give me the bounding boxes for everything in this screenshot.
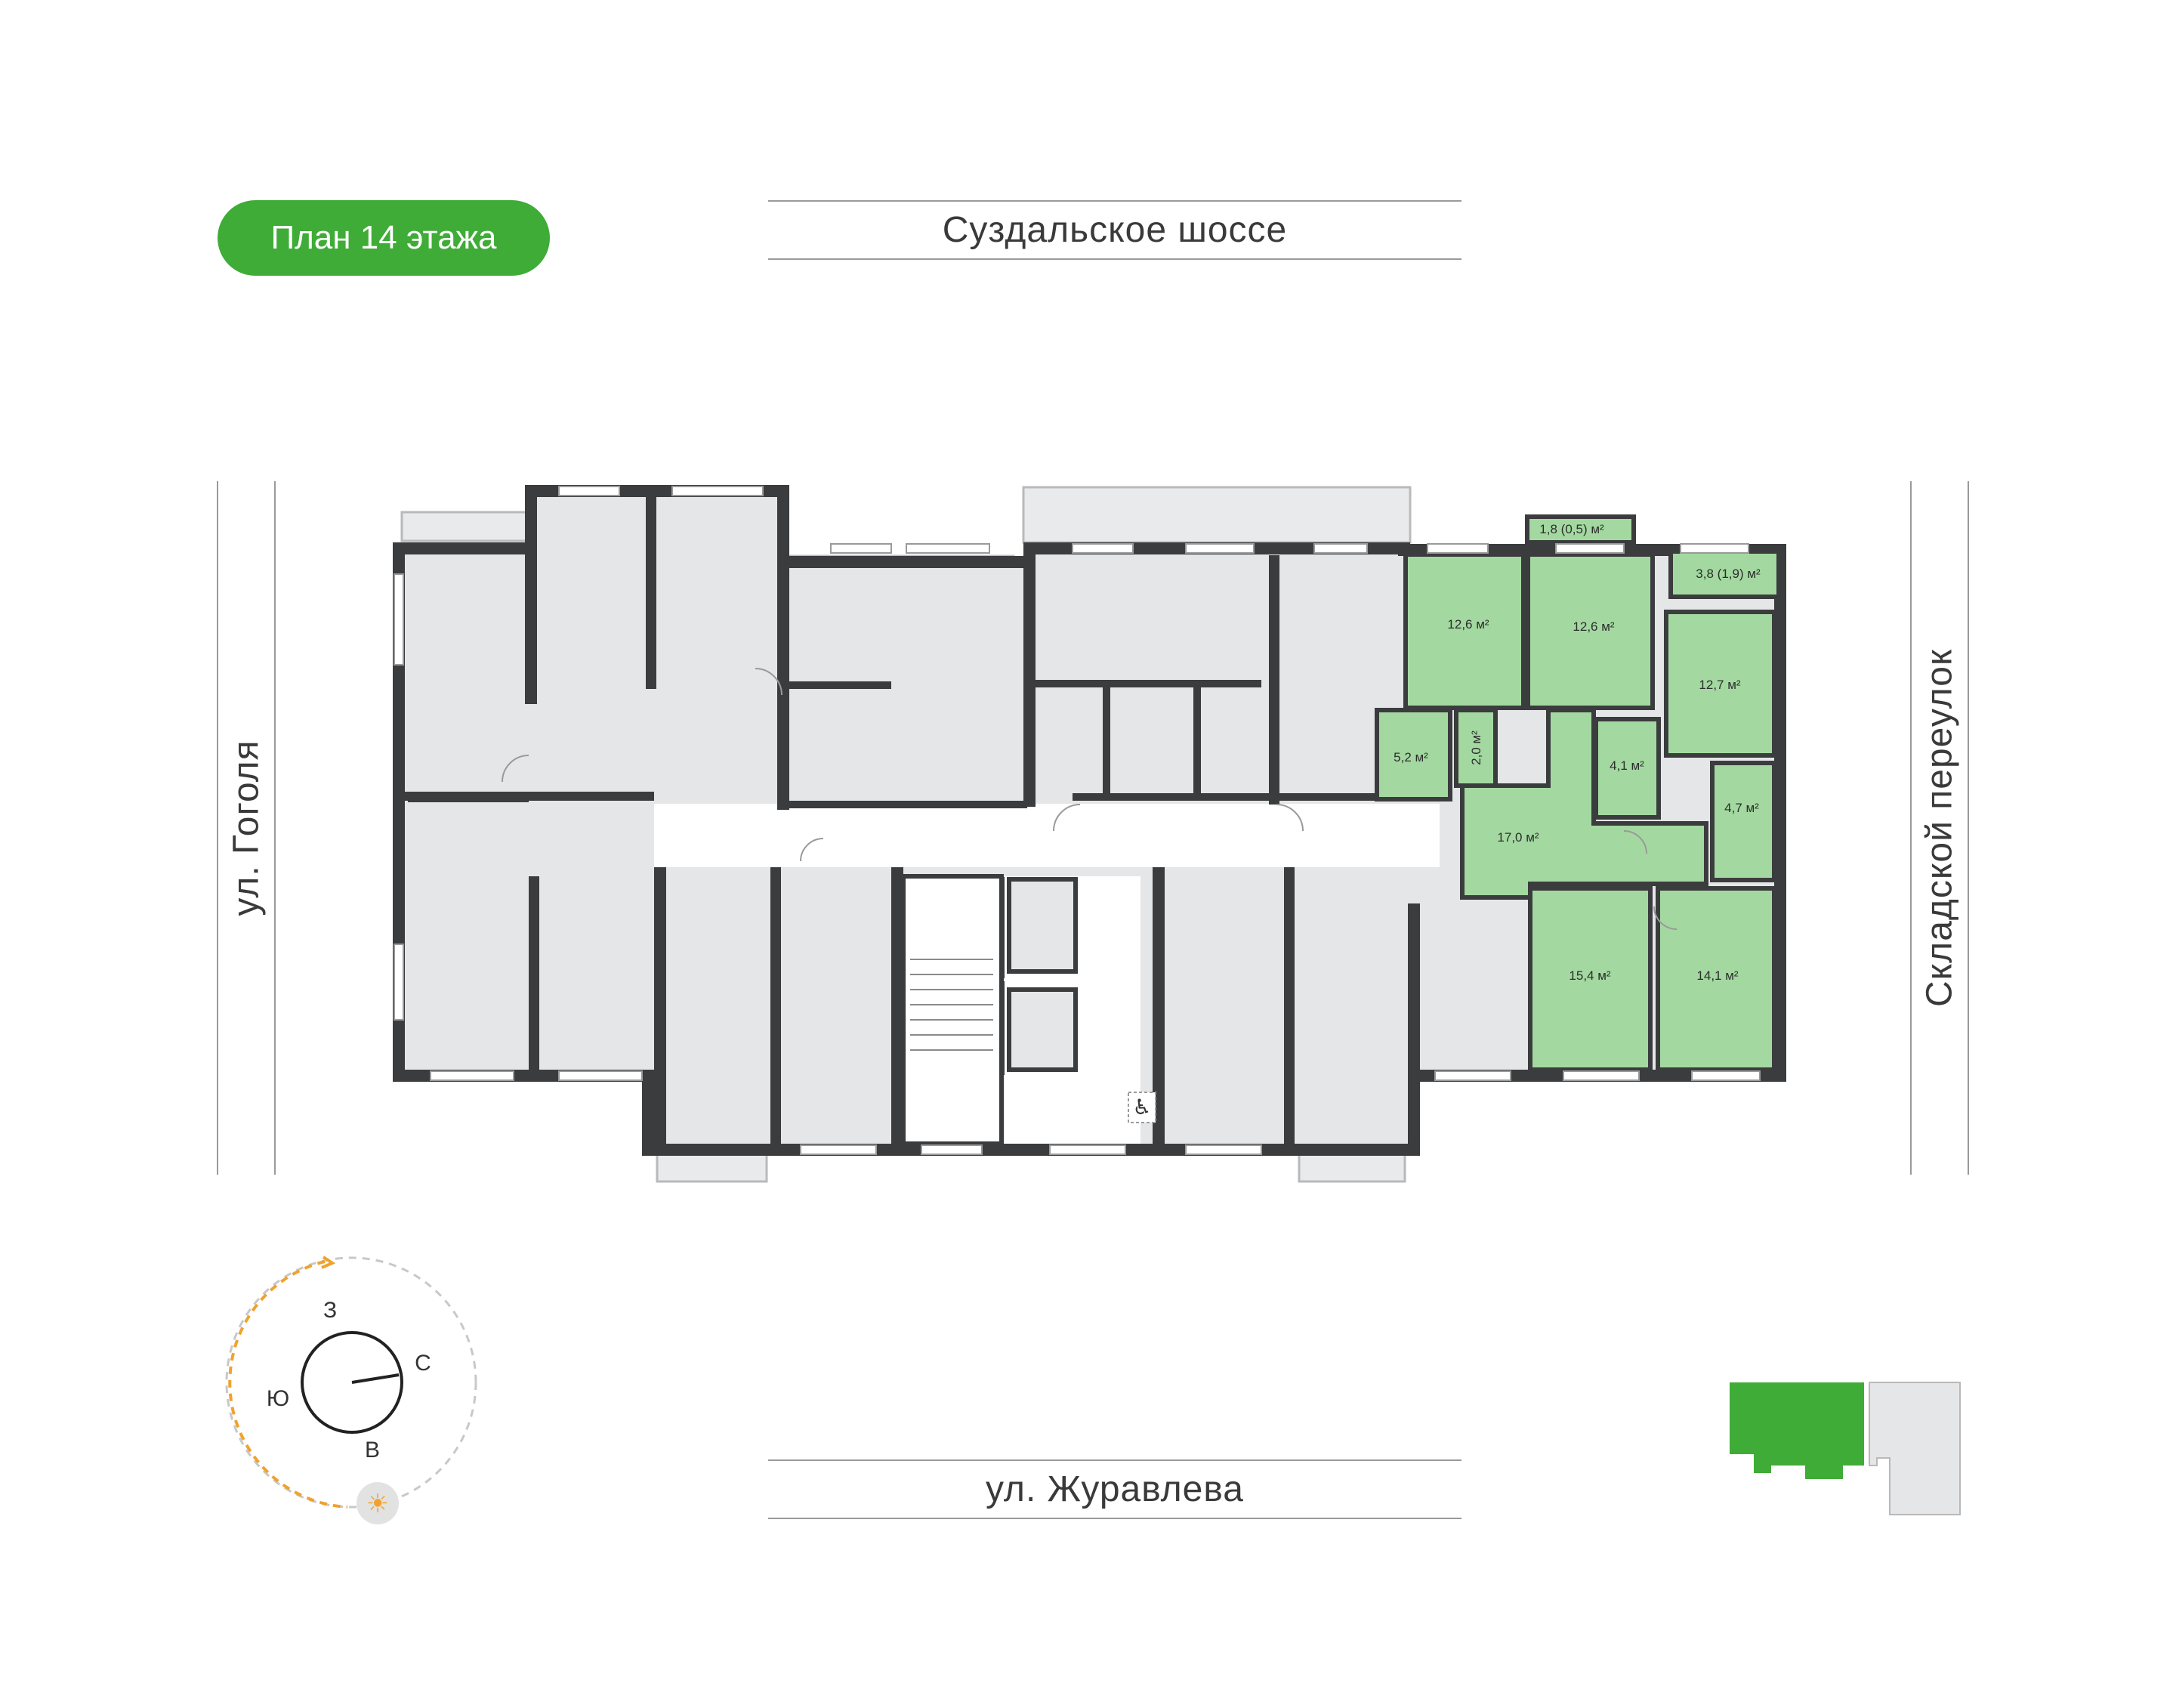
- room-c: [1664, 610, 1776, 758]
- room-d: [1528, 886, 1653, 1072]
- compass-north: С: [415, 1351, 431, 1376]
- room-a: [1403, 552, 1526, 710]
- sun-path-arrow: [321, 1256, 336, 1269]
- door-swings: [502, 668, 1678, 930]
- windows: [394, 486, 1761, 1155]
- compass-east: В: [364, 1438, 381, 1462]
- sun-orbit: [225, 1256, 477, 1509]
- area-room-a: 12,6 м²: [1447, 617, 1489, 632]
- corridor: [654, 804, 1440, 867]
- compass-south: Ю: [266, 1386, 290, 1411]
- accessibility-icon: ♿: [1128, 1092, 1156, 1123]
- area-balcony-top: 1,8 (0,5) м²: [1539, 522, 1604, 536]
- area-bath-c: 4,7 м²: [1724, 801, 1759, 815]
- street-top-label: Суздальское шоссе: [942, 210, 1288, 250]
- interior-walls: [405, 485, 1420, 1145]
- compass-west: З: [323, 1298, 338, 1323]
- sun-path: [228, 1260, 348, 1509]
- area-room-b: 12,6 м²: [1573, 619, 1615, 634]
- street-right: Складской переулок: [1910, 481, 1969, 1175]
- street-left: ул. Гоголя: [217, 481, 276, 1175]
- compass: ☀: [225, 1256, 477, 1524]
- hall: [1460, 708, 1708, 900]
- svg-text:♿: ♿: [1132, 1095, 1151, 1120]
- apartment-highlight: [1375, 514, 1781, 1072]
- street-top: Суздальское шоссе: [768, 200, 1461, 260]
- minimap-other-building: [1869, 1382, 1961, 1515]
- area-room-d: 15,4 м²: [1569, 968, 1611, 983]
- bath-c: [1710, 761, 1776, 882]
- area-room-e: 14,1 м²: [1696, 968, 1739, 983]
- street-bottom-label: ул. Журавлева: [985, 1469, 1244, 1509]
- street-bottom: ул. Журавлева: [768, 1459, 1461, 1519]
- balcony: [400, 511, 532, 542]
- room-e: [1656, 886, 1776, 1072]
- balcony-top: [1525, 514, 1636, 545]
- stair-core: [901, 874, 1140, 1146]
- area-hall: 17,0 м²: [1497, 830, 1539, 845]
- area-bath-b: 4,1 м²: [1610, 758, 1644, 773]
- minimap-current-building: [1730, 1382, 1864, 1479]
- room-b: [1526, 552, 1655, 710]
- site-minimap: [1730, 1382, 1961, 1515]
- bath-a: [1375, 708, 1452, 801]
- sun-badge: [356, 1482, 399, 1524]
- floor-label: План 14 этажа: [218, 200, 550, 276]
- compass-needle: [351, 1373, 400, 1384]
- area-wc: 2,0 м²: [1469, 730, 1483, 765]
- area-bath-a: 5,2 м²: [1394, 750, 1428, 764]
- balcony: [1022, 486, 1412, 544]
- area-balcony-right: 3,8 (1,9) м²: [1696, 567, 1761, 581]
- sun-icon: ☀: [366, 1489, 389, 1519]
- area-room-c: 12,7 м²: [1699, 678, 1741, 692]
